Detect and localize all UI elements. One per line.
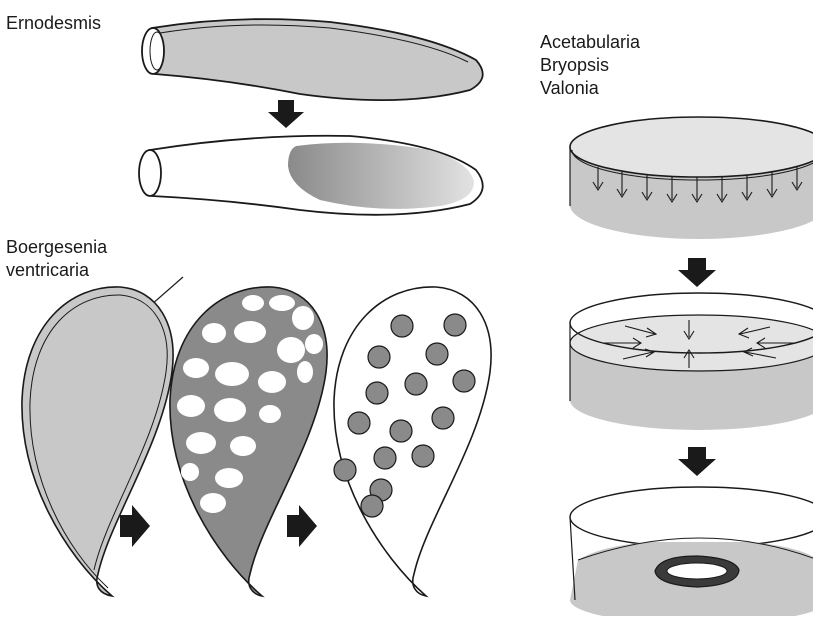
cylinder-2 — [570, 293, 813, 430]
label-valonia: Valonia — [540, 77, 599, 99]
label-ernodesmis: Ernodesmis — [6, 12, 101, 34]
arrow-right-1 — [120, 505, 150, 547]
cylinder-1 — [570, 117, 813, 239]
label-bryopsis: Bryopsis — [540, 54, 609, 76]
ernodesmis-tube-after — [139, 136, 483, 215]
label-ventricaria: ventricaria — [6, 259, 89, 281]
boergesenia-cell-2 — [170, 287, 327, 596]
cylinder-arrow-down-2 — [678, 447, 716, 476]
cylinder-arrow-down-1 — [678, 258, 716, 287]
label-acetabularia: Acetabularia — [540, 31, 640, 53]
label-boergesenia: Boergesenia — [6, 236, 107, 258]
arrow-right-2 — [287, 505, 317, 547]
ernodesmis-arrow-down — [268, 100, 304, 128]
ernodesmis-tube-before — [142, 19, 483, 100]
contracted-protoplast — [655, 556, 739, 587]
boergesenia-cell-3 — [334, 287, 491, 596]
cylinder-3 — [570, 487, 813, 616]
boergesenia-cell-1 — [22, 287, 173, 596]
